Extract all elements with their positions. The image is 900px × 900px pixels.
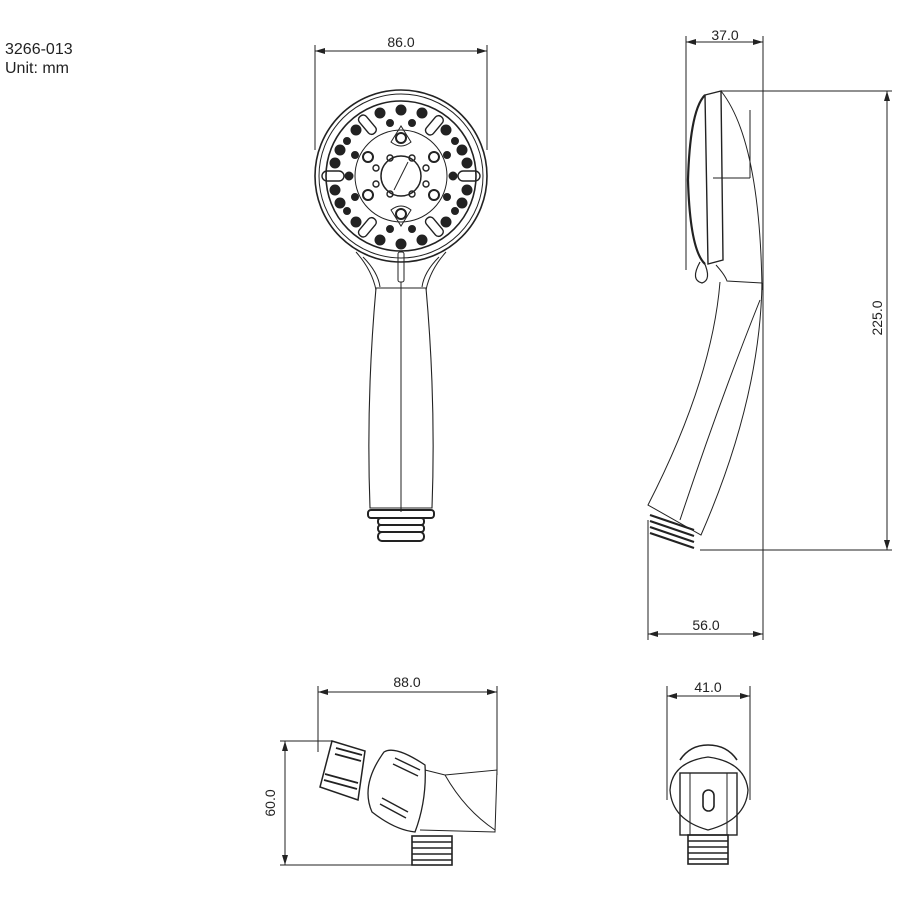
side-depth-dimension: 37.0 bbox=[711, 27, 738, 43]
front-view bbox=[314, 45, 488, 542]
model-number: 3266-013 bbox=[5, 41, 73, 58]
unit-label: Unit: mm bbox=[5, 60, 69, 77]
bracket-front-view bbox=[666, 686, 751, 865]
side-height-dimension: 225.0 bbox=[869, 300, 885, 335]
bracket-width-dimension: 88.0 bbox=[393, 674, 420, 690]
bracket-side-view bbox=[280, 686, 498, 866]
front-width-dimension: 86.0 bbox=[387, 34, 414, 50]
bracket-front-width-dimension: 41.0 bbox=[694, 679, 721, 695]
inner-nozzles bbox=[321, 114, 481, 238]
spray-nozzles bbox=[329, 104, 473, 250]
side-base-dimension: 56.0 bbox=[692, 617, 719, 633]
bracket-height-dimension: 60.0 bbox=[262, 789, 278, 816]
side-view bbox=[647, 36, 892, 640]
drawing-header: 3266-013 Unit: mm bbox=[5, 40, 73, 78]
